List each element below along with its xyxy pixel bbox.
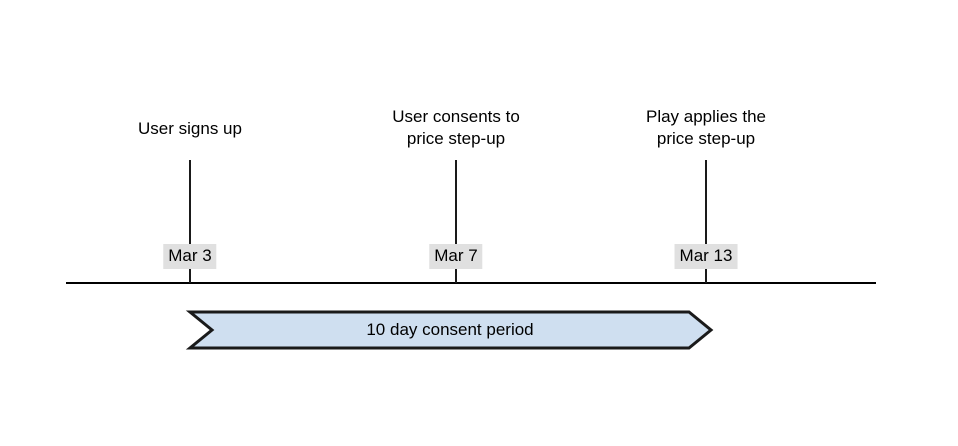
banner-shape (185, 310, 714, 350)
milestone-label-apply: Play applies the price step-up (645, 107, 767, 148)
milestone-label-consent: User consents to price step-up (392, 107, 520, 148)
milestone-label-signup: User signs up (138, 119, 242, 138)
milestone-date-consent: Mar 7 (429, 244, 483, 269)
timeline-axis (66, 282, 876, 284)
milestone-tick-signup (189, 160, 191, 283)
milestone-date-apply: Mar 13 (674, 244, 738, 269)
milestone-date-signup: Mar 3 (163, 244, 217, 269)
consent-period-banner (185, 310, 714, 350)
milestone-tick-consent (455, 160, 457, 283)
milestone-tick-apply (705, 160, 707, 283)
banner-label: 10 day consent period (366, 320, 534, 339)
